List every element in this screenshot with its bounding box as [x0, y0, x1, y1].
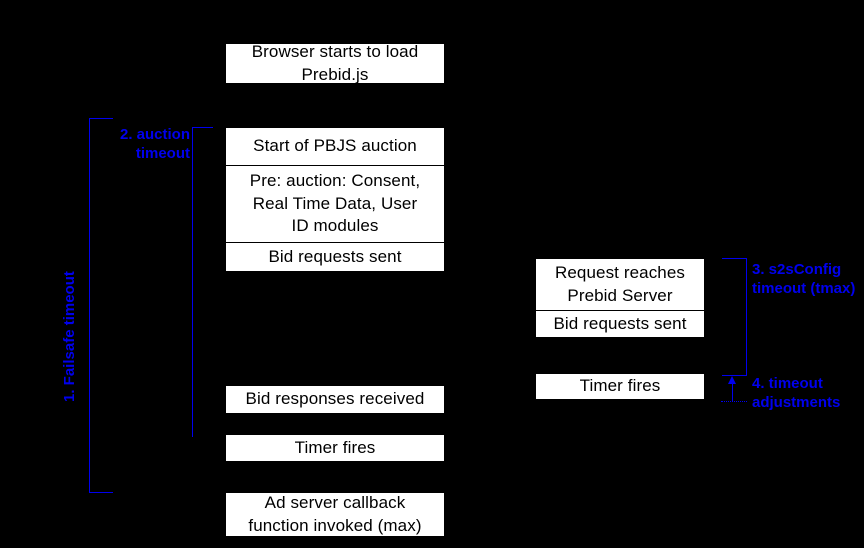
- timeout-adjustments-arrow-head-icon: [728, 376, 736, 384]
- box-ad-server-callback: Ad server callback function invoked (max…: [225, 492, 445, 537]
- box-auction-start: Start of PBJS auction: [225, 127, 445, 166]
- s2sconfig-bracket-top-arm: [722, 258, 747, 259]
- failsafe-bracket-spine: [89, 118, 90, 492]
- s2sconfig-bracket-bottom-arm: [722, 375, 747, 376]
- auction-timeout-bracket-spine: [192, 127, 193, 437]
- box-pre-auction: Pre: auction: Consent, Real Time Data, U…: [225, 166, 445, 243]
- annotation-label-s2sconfig-timeout: 3. s2sConfig timeout (tmax): [752, 261, 856, 297]
- auction-timeout-bracket-top-arm: [192, 127, 213, 128]
- timeout-adjustments-arrow-stem: [732, 383, 733, 401]
- annotation-label-failsafe-timeout: 1. Failsafe timeout: [61, 271, 78, 402]
- box-server-timer-fires: Timer fires: [535, 373, 705, 400]
- annotation-label-auction-timeout: 2. auction timeout: [119, 126, 190, 162]
- failsafe-bracket-top-arm: [89, 118, 113, 119]
- s2sconfig-bracket-spine: [746, 258, 747, 375]
- box-timer-fires: Timer fires: [225, 434, 445, 462]
- box-bid-requests-sent: Bid requests sent: [225, 243, 445, 272]
- box-bid-responses-received: Bid responses received: [225, 385, 445, 414]
- timeout-adjustments-dotted-baseline: [721, 401, 747, 402]
- box-server-bid-requests-sent: Bid requests sent: [535, 311, 705, 338]
- box-browser-load: Browser starts to load Prebid.js: [225, 42, 445, 84]
- box-request-reaches-server: Request reaches Prebid Server: [535, 258, 705, 311]
- failsafe-bracket-bottom-arm: [89, 492, 113, 493]
- annotation-label-timeout-adjustments: 4. timeout adjustments: [752, 375, 841, 411]
